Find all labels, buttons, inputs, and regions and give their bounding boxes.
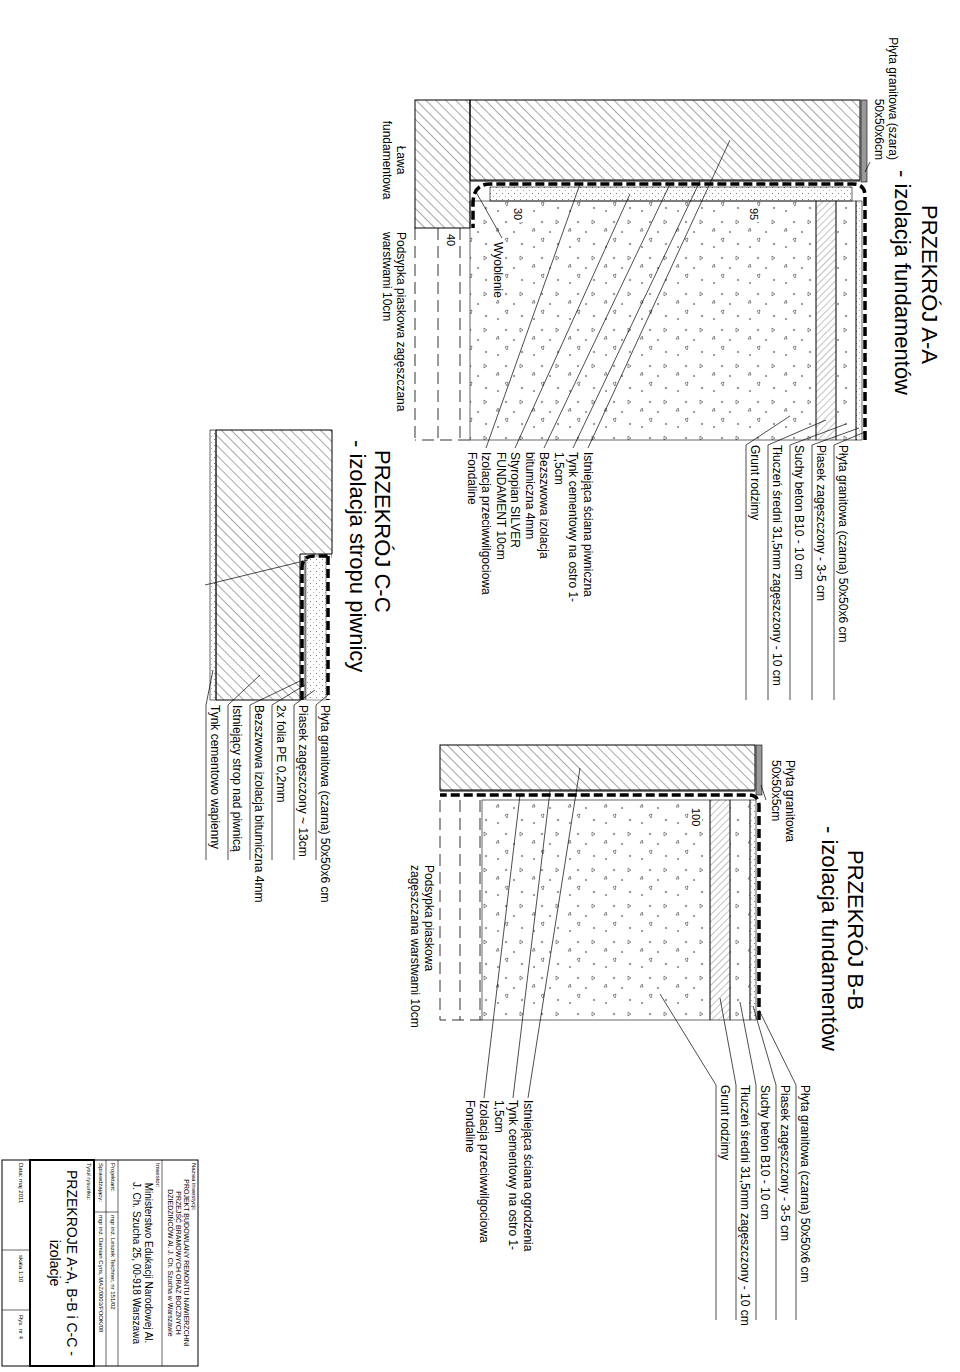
note-label: Wyoblenie [491, 240, 505, 300]
note-label: Płyta granitowa (szara) 50x50x6cm [872, 10, 900, 160]
title-block-text: Nazwa inwestycji: [190, 1163, 197, 1210]
section-title: PRZEKRÓJ A-A [916, 205, 942, 364]
note-label: Ława fundamentowa [380, 110, 408, 210]
layer-label: Bezszwowa izolacja bitumiczna 4mm [523, 452, 551, 610]
note-label: Płyta granitowa 50x50x5cm [769, 760, 797, 870]
layer-label: Piasek zagęszczony - 3-5 cm [778, 1085, 792, 1241]
layer-label: 2x folia PE 0,2mm [274, 705, 288, 802]
layer-label: Styropian SILVER FUNDAMENT 10cm [494, 452, 522, 610]
dimension: 40 [444, 232, 457, 248]
layer-label: Tynk cementowo wapienny [208, 705, 222, 849]
title-block-text: Rys. nr 4 [17, 1315, 24, 1339]
section-title: PRZEKRÓJ B-B [842, 850, 868, 1010]
layer-label: Płyta granitowa (czarna) 50x50x6 cm [798, 1085, 812, 1282]
layer-label: Płyta granitowa (czarna) 50x50x6 cm [836, 445, 850, 642]
title-block-text: Projektant: [109, 1163, 116, 1192]
title-block-text: mgr inż. Leszek Teichner, nr 151/02 [109, 1215, 116, 1310]
title-block-text: Tytuł rysunku: [85, 1163, 92, 1200]
layer-label: Piasek zagęszczony ~ 13cm [296, 705, 310, 857]
layer-label: Grunt rodzimy [718, 1085, 732, 1160]
title-block-text: mgr inż. Damian Cyris, MAZ/0003/POOK/08 [97, 1215, 104, 1332]
layer-label: Grunt rodzimy [748, 445, 762, 520]
title-block-text: PRZEKROJE A-A, B-B i C-C - izolacje [46, 1163, 80, 1363]
layer-label: Bezszwowa izolacja bitumiczna 4mm [252, 705, 266, 902]
section-title: - izolacja fundamentów [889, 170, 915, 395]
layer-label: Istniejąca ściana ogrodzenia [521, 1100, 535, 1258]
layer-label: Tłuczeń średni 31,5mm zagęszczony - 10 c… [738, 1085, 752, 1326]
layer-label: Tłuczeń średni 31,5mm zagęszczony - 10 c… [770, 445, 784, 686]
title-block-text: Sprawdzający: [97, 1163, 104, 1202]
title-block-text: Inwestor: [154, 1163, 161, 1187]
note-label: Podsypka piaskowa zagęszczana warstwami … [380, 232, 408, 412]
layer-label: Izolacja przeciwwilgociowa Fondaline [465, 452, 493, 610]
dimension: 95 [747, 206, 760, 222]
layer-label: Płyta granitowa (czarna) 50x50x6 cm [318, 705, 332, 902]
layer-label: Istniejąca ściana piwniczna [581, 452, 595, 610]
section-c-c [205, 430, 332, 860]
title-block [2, 1160, 198, 1366]
layer-label: Tynk cementowy na ostro 1-1,5cm [492, 1100, 520, 1258]
dimension: 30 [511, 206, 524, 222]
section-a-a [415, 100, 870, 700]
section-title: - izolacja stropu piwnicy [344, 440, 370, 672]
layer-label: Tynk cementowy na ostro 1-1,5cm [552, 452, 580, 610]
title-block-text: PROJEKT BUDOWLANY REMONTU NAWIERZCHNI PR… [166, 1173, 190, 1353]
layer-label: Izolacja przeciwwilgociowa Fondaline [463, 1100, 491, 1258]
section-title: - izolacja fundamentów [816, 826, 842, 1051]
section-title: PRZEKRÓJ C-C [369, 450, 395, 613]
layer-label: Suchy beton B10 - 10 cm [758, 1085, 772, 1220]
title-block-text: skala 1:10 [17, 1255, 24, 1282]
note-label: Podsypka piaskowa zagęszczana warstwami … [408, 865, 436, 1040]
dimension: 100 [689, 806, 702, 828]
layer-label: Istniejący strop nad piwnicą [230, 705, 244, 852]
title-block-text: Ministerstwo Edukacji Narodowej Al. J. C… [130, 1178, 154, 1348]
layer-label: Suchy beton B10 - 10 cm [792, 445, 806, 580]
title-block-text: Data: maj 2011 [17, 1163, 24, 1203]
layer-label: Piasek zagęszczony - 3-5 cm [814, 445, 828, 601]
